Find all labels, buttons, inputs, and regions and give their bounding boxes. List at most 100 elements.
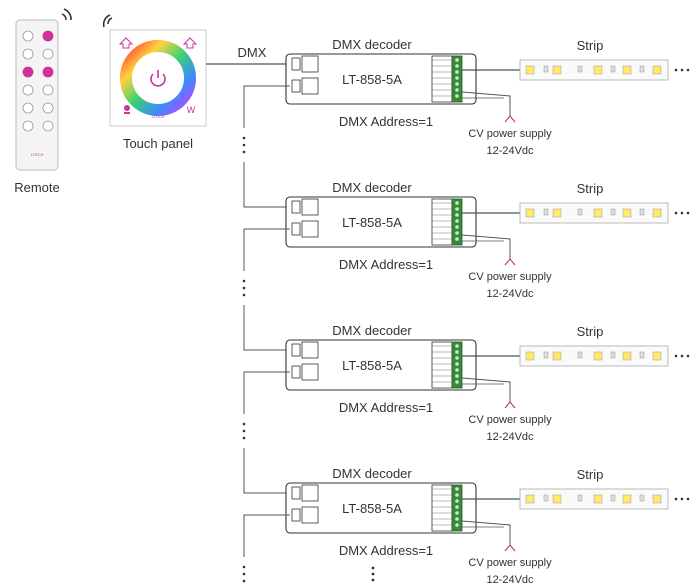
rj45-port xyxy=(291,508,301,522)
terminal-block xyxy=(431,55,453,103)
remote-button xyxy=(22,102,34,114)
decoder-title: DMX decoder xyxy=(332,37,412,52)
decoder-body xyxy=(285,482,477,534)
led-chip xyxy=(593,494,603,504)
led-chip xyxy=(610,208,616,216)
strip-continuation-dot xyxy=(686,354,690,358)
strip-continuation-dot xyxy=(686,211,690,215)
strip-label: Strip xyxy=(577,181,604,196)
chain-dot xyxy=(242,429,246,433)
remote-brand: LTECH xyxy=(31,152,44,157)
rj45-port xyxy=(291,57,301,71)
strip-continuation-dot xyxy=(680,211,684,215)
led-chip xyxy=(622,351,632,361)
remote-label: Remote xyxy=(14,180,60,195)
power-connector-icon xyxy=(504,258,516,266)
rj45-port xyxy=(291,343,301,357)
power-supply-label: CV power supply xyxy=(468,271,552,283)
led-chip xyxy=(593,65,603,75)
led-chip xyxy=(652,208,662,218)
touch-panel-wireless-icon xyxy=(102,14,113,28)
chain-dot xyxy=(242,572,246,576)
led-chip xyxy=(552,65,562,75)
touch-panel-label: Touch panel xyxy=(123,136,193,151)
led-chip xyxy=(525,351,535,361)
led-chip xyxy=(610,351,616,359)
strip-continuation-dot xyxy=(680,68,684,72)
rj45-socket xyxy=(301,55,319,73)
power-connector-icon xyxy=(504,544,516,552)
strip-label: Strip xyxy=(577,324,604,339)
led-chip xyxy=(639,208,645,216)
dmx-signal-label: DMX xyxy=(238,45,267,60)
chain-dot xyxy=(242,579,246,583)
brightness-up-icon xyxy=(118,37,134,49)
rj45-port xyxy=(291,365,301,379)
strip-continuation-dot xyxy=(680,354,684,358)
rj45-socket xyxy=(301,341,319,359)
touch-panel-brand: LTECH xyxy=(152,114,165,119)
power-supply-label: CV power supply xyxy=(468,128,552,140)
power-connector-icon xyxy=(504,401,516,409)
rj45-socket xyxy=(301,484,319,502)
dmx-daisy-wire xyxy=(243,228,290,271)
dmx-daisy-wire xyxy=(243,514,290,557)
chain-dot xyxy=(242,286,246,290)
led-chip xyxy=(543,351,549,359)
led-chip xyxy=(543,494,549,502)
strip-continuation-dot xyxy=(680,497,684,501)
power-connector-icon xyxy=(504,115,516,123)
dmx-address-label: DMX Address=1 xyxy=(339,400,433,415)
decoder-body xyxy=(285,196,477,248)
terminal-block xyxy=(431,484,453,532)
rj45-socket xyxy=(301,363,319,381)
power-icon xyxy=(150,70,166,87)
chain-dot xyxy=(242,436,246,440)
led-chip xyxy=(577,208,583,216)
dmx-address-label: DMX Address=1 xyxy=(339,257,433,272)
led-chip xyxy=(525,208,535,218)
remote-button xyxy=(42,120,54,132)
led-chip xyxy=(593,208,603,218)
strip-continuation-dot xyxy=(674,497,678,501)
remote-control: LTECH Remote xyxy=(14,8,72,195)
strip-continuation-dot xyxy=(674,68,678,72)
remote-button xyxy=(42,30,54,42)
led-chip xyxy=(552,208,562,218)
decoder-title: DMX decoder xyxy=(332,180,412,195)
led-chip xyxy=(622,208,632,218)
chain-dot xyxy=(242,136,246,140)
rj45-socket xyxy=(301,220,319,238)
led-chip xyxy=(577,494,583,502)
remote-button xyxy=(42,84,54,96)
brightness-down-icon xyxy=(182,37,198,49)
dmx-daisy-wire-next xyxy=(243,162,290,208)
chain-dot xyxy=(242,143,246,147)
rj45-socket xyxy=(301,77,319,95)
led-chip xyxy=(577,65,583,73)
led-chip xyxy=(543,208,549,216)
dmx-address-label: DMX Address=1 xyxy=(339,543,433,558)
led-chip xyxy=(622,65,632,75)
led-chip xyxy=(639,351,645,359)
power-voltage-label: 12-24Vdc xyxy=(486,145,534,157)
rj45-port xyxy=(291,79,301,93)
decoder-body xyxy=(285,53,477,105)
remote-button xyxy=(42,48,54,60)
led-chip xyxy=(593,351,603,361)
dmx-daisy-wire xyxy=(243,371,290,414)
remote-button xyxy=(22,30,34,42)
chain-dot xyxy=(242,565,246,569)
rj45-port xyxy=(291,486,301,500)
decoder-body xyxy=(285,339,477,391)
power-supply-label: CV power supply xyxy=(468,414,552,426)
remote-button xyxy=(22,66,34,78)
power-voltage-label: 12-24Vdc xyxy=(486,288,534,300)
remote-button xyxy=(42,66,54,78)
power-wire xyxy=(461,234,511,259)
led-chip xyxy=(639,494,645,502)
decoder-title: DMX decoder xyxy=(332,323,412,338)
